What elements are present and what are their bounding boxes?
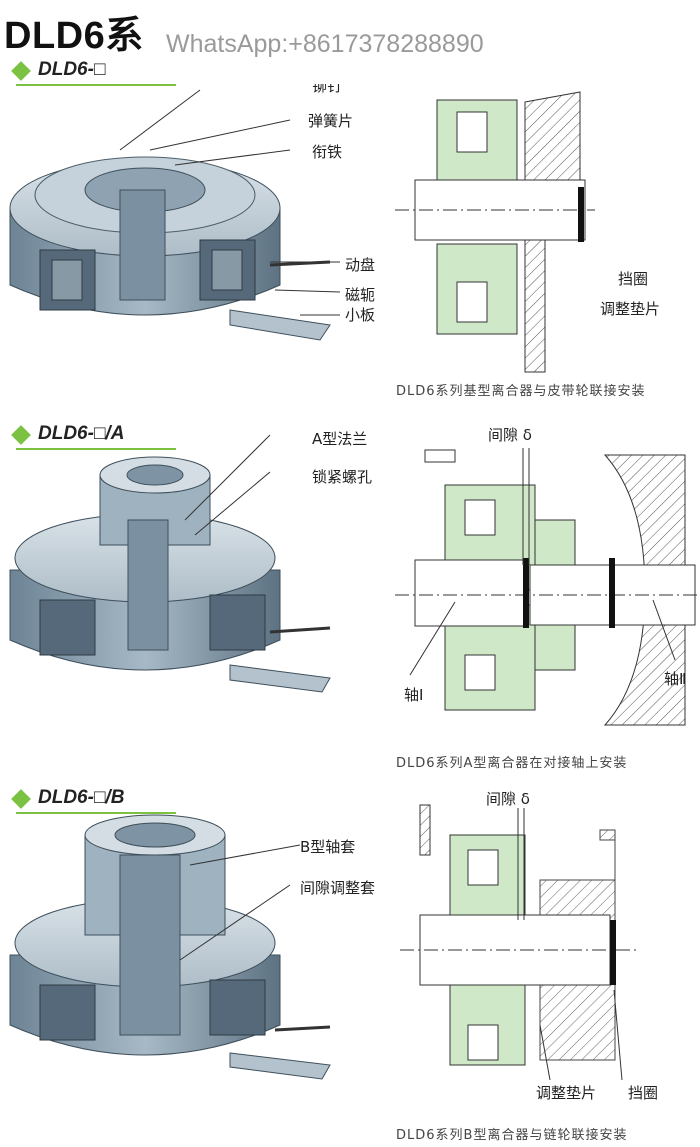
drawing2-label-shaft-2: 轴Ⅱ bbox=[664, 670, 687, 688]
label-spring-plate: 弹簧片 bbox=[308, 112, 354, 130]
section-drawing-b-type bbox=[400, 804, 640, 1081]
diamond-bullet-icon bbox=[11, 789, 31, 809]
label-a-type-flange: A型法兰 bbox=[312, 430, 368, 448]
section-heading-b-type: DLD6-□/B bbox=[11, 786, 184, 814]
caption-b-type: DLD6系列B型离合器与链轮联接安装 bbox=[396, 1128, 628, 1143]
diamond-bullet-icon bbox=[11, 425, 31, 445]
section-heading-basic: DLD6-□ bbox=[11, 58, 184, 86]
label-small-plate: 小板 bbox=[345, 306, 376, 324]
page-title: DLD6系 bbox=[4, 15, 144, 57]
section-drawing-basic bbox=[395, 91, 595, 373]
caption-basic: DLD6系列基型离合器与皮带轮联接安装 bbox=[396, 384, 646, 399]
drawing2-label-shaft-1: 轴Ⅰ bbox=[404, 686, 424, 704]
label-yoke: 磁轭 bbox=[345, 286, 376, 304]
label-armature: 衔铁 bbox=[312, 143, 343, 161]
watermark: WhatsApp:+8617378288890 bbox=[166, 30, 484, 58]
clutch-3d-basic-illustration bbox=[9, 89, 341, 341]
drawing2-label-gap: 间隙 δ bbox=[488, 426, 532, 444]
drawing3-label-retaining-ring: 挡圈 bbox=[628, 1084, 659, 1102]
section-drawing-a-type bbox=[395, 448, 700, 726]
diamond-bullet-icon bbox=[11, 61, 31, 81]
section-heading-a-type: DLD6-□/A bbox=[11, 422, 184, 450]
label-gap-adjust-sleeve: 间隙调整套 bbox=[300, 879, 376, 897]
caption-a-type: DLD6系列A型离合器在对接轴上安装 bbox=[396, 756, 628, 771]
label-rivet-partial: 铆钉 bbox=[312, 84, 343, 94]
drawing1-label-retaining-ring: 挡圈 bbox=[618, 270, 649, 288]
clutch-3d-a-type-illustration bbox=[9, 434, 331, 693]
drawing3-label-shim: 调整垫片 bbox=[536, 1084, 597, 1102]
label-moving-disc: 动盘 bbox=[345, 256, 376, 274]
drawing1-label-shim: 调整垫片 bbox=[600, 300, 661, 318]
label-lock-screw-hole: 锁紧螺孔 bbox=[312, 468, 373, 486]
label-b-type-sleeve: B型轴套 bbox=[300, 838, 356, 856]
drawing3-label-gap: 间隙 δ bbox=[486, 790, 530, 808]
clutch-3d-b-type-illustration bbox=[9, 814, 331, 1080]
